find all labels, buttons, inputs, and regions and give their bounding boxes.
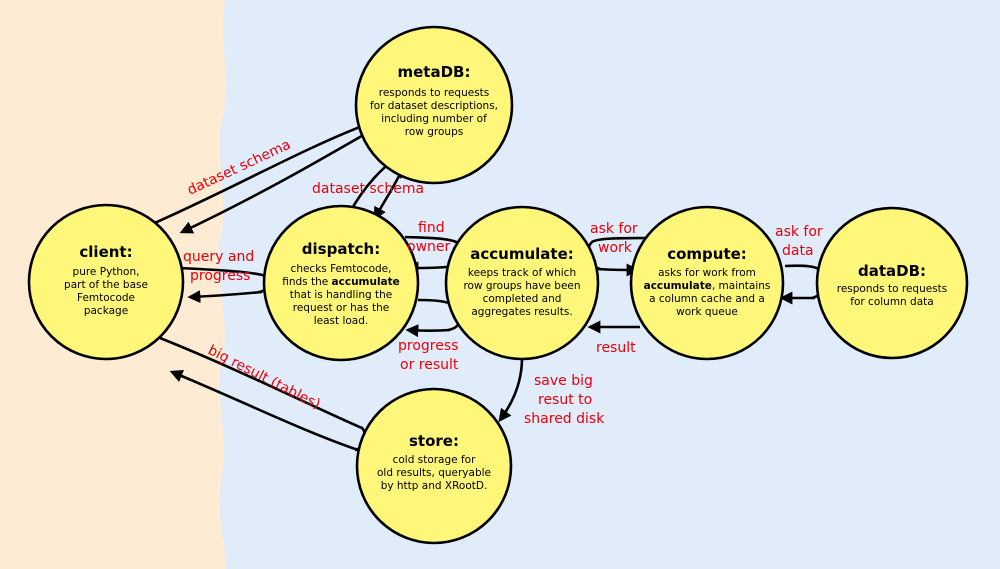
node-accumulate-circle xyxy=(444,205,600,361)
node-datadb: dataDB: responds to requests for column … xyxy=(815,206,969,360)
label-metadb-dispatch: dataset schema xyxy=(312,181,424,197)
node-datadb-desc-2: for column data xyxy=(850,296,933,308)
label-save-big-1: save big xyxy=(534,373,593,389)
node-compute-desc-2a: accumulate xyxy=(644,280,712,292)
label-query-and: query and xyxy=(183,249,254,265)
label-ask-for-data-2: data xyxy=(782,243,814,259)
node-metadb-circle xyxy=(354,25,514,185)
node-store-title: store: xyxy=(409,432,459,450)
node-dispatch-title: dispatch: xyxy=(302,240,380,258)
node-dispatch-desc-5: least load. xyxy=(314,315,369,327)
node-metadb-desc-1: responds to requests xyxy=(379,87,490,99)
node-dispatch-desc-3: that is handling the xyxy=(290,289,393,301)
node-datadb-desc-1: responds to requests xyxy=(837,283,948,295)
label-save-big-2: resut to xyxy=(538,392,592,408)
node-metadb-desc-2: for dataset descriptions, xyxy=(370,100,498,112)
node-store-desc-2: old results, queryable xyxy=(377,467,491,479)
node-accumulate-desc-4: aggregates results. xyxy=(471,306,572,318)
node-compute-desc-4: work queue xyxy=(676,306,738,318)
edge-dispatch-to-client xyxy=(187,290,263,304)
node-client: client: pure Python, part of the base Fe… xyxy=(27,203,185,361)
node-metadb-desc-4: row groups xyxy=(405,126,463,138)
label-find: find xyxy=(418,220,445,236)
node-accumulate-desc-1: keeps track of which xyxy=(468,267,576,279)
node-compute-desc-3: a column cache and a xyxy=(649,293,765,305)
label-progress-line1: progress xyxy=(398,338,458,354)
node-compute-title: compute: xyxy=(667,245,747,263)
node-compute-circle xyxy=(629,205,785,361)
node-dispatch-desc-4: request or has the xyxy=(293,302,389,314)
node-compute: compute: asks for work from accumulate, … xyxy=(629,205,785,361)
node-client-circle xyxy=(27,203,185,361)
label-ask-for-work-2: work xyxy=(598,240,633,256)
node-datadb-title: dataDB: xyxy=(858,262,926,280)
label-ask-for-data-1: ask for xyxy=(775,224,823,240)
node-datadb-circle xyxy=(815,206,969,360)
node-dispatch: dispatch: checks Femtocode, finds the ac… xyxy=(262,204,420,362)
label-owner: owner xyxy=(407,239,451,255)
node-metadb-desc-3: including number of xyxy=(381,113,487,125)
node-accumulate: accumulate: keeps track of which row gro… xyxy=(444,205,600,361)
node-accumulate-desc-3: completed and xyxy=(483,293,562,305)
edge-progress-to-dispatch xyxy=(405,324,451,338)
edge-store-to-client xyxy=(169,369,359,452)
node-client-desc-3: Femtocode xyxy=(77,292,135,304)
node-metadb-title: metaDB: xyxy=(398,63,471,81)
label-progress: progress xyxy=(190,268,250,284)
node-compute-desc-1: asks for work from xyxy=(658,267,756,279)
label-save-big-3: shared disk xyxy=(524,411,605,427)
node-compute-desc-2b: , maintains xyxy=(712,280,771,292)
label-result: result xyxy=(596,340,636,356)
node-dispatch-desc-2b: accumulate xyxy=(332,276,400,288)
node-store-desc-1: cold storage for xyxy=(393,454,476,466)
node-client-desc-4: package xyxy=(84,305,128,317)
node-client-desc-2: part of the base xyxy=(64,279,148,291)
edge-client-to-metadb xyxy=(149,123,366,227)
node-dispatch-circle xyxy=(262,204,420,362)
node-dispatch-desc-2a: finds the xyxy=(282,276,331,288)
node-accumulate-desc-2: row groups have been xyxy=(463,280,580,292)
node-dispatch-desc-2: finds the accumulate xyxy=(282,276,400,288)
node-dispatch-desc-1: checks Femtocode, xyxy=(291,263,392,275)
label-progress-line2: or result xyxy=(400,357,459,373)
node-compute-desc-2: accumulate, maintains xyxy=(644,280,771,292)
label-ask-for-work-1: ask for xyxy=(590,221,638,237)
node-client-desc-1: pure Python, xyxy=(73,266,140,278)
node-accumulate-title: accumulate: xyxy=(470,245,574,263)
edge-accumulate-to-store xyxy=(498,357,524,423)
node-metadb: metaDB: responds to requests for dataset… xyxy=(354,25,514,185)
node-store-desc-3: by http and XRootD. xyxy=(381,480,488,492)
node-client-title: client: xyxy=(79,243,132,261)
node-store: store: cold storage for old results, que… xyxy=(355,387,513,545)
edge-metadb-to-client xyxy=(179,128,373,234)
node-store-circle xyxy=(355,387,513,545)
